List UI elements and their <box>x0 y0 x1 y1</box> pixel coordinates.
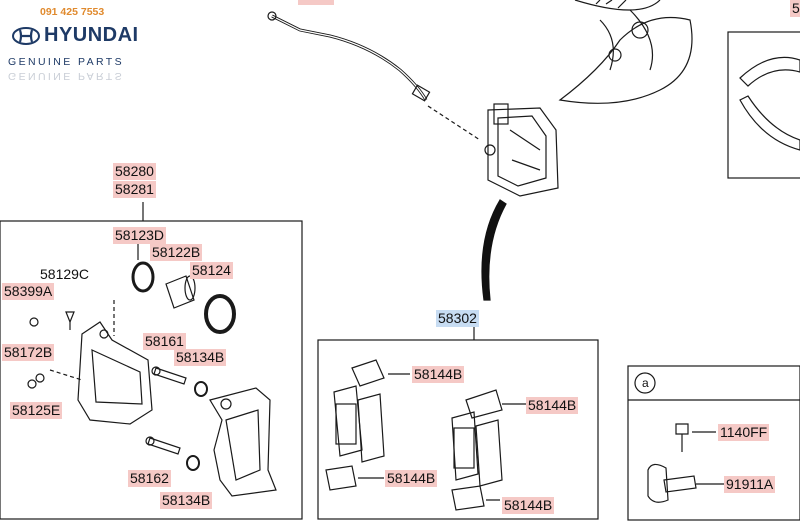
dust-boot[interactable] <box>204 294 236 334</box>
brake-shoe[interactable] <box>739 56 800 151</box>
guide-pin-58161[interactable] <box>151 366 187 385</box>
brand: HYUNDAI <box>12 24 139 47</box>
label-58144B-3[interactable]: 58144B <box>385 470 438 487</box>
label-58144B-4[interactable]: 58144B <box>502 497 555 514</box>
label-58161[interactable]: 58161 <box>143 333 186 350</box>
boot-58134B-lower[interactable] <box>186 455 200 471</box>
label-5-cut[interactable]: 5 <box>790 0 800 17</box>
inset-box-a <box>627 365 800 521</box>
bracket-91911A[interactable] <box>647 463 697 503</box>
brand-name: HYUNDAI <box>44 24 139 46</box>
label-58302[interactable]: 58302 <box>436 310 479 327</box>
bolt-1140FF[interactable] <box>675 423 689 452</box>
brake-hose[interactable] <box>267 11 431 102</box>
label-58134B-lower[interactable]: 58134B <box>160 492 213 509</box>
brake-pad-right[interactable] <box>451 411 503 487</box>
caliper-body[interactable] <box>77 321 153 425</box>
screw-58172B[interactable] <box>29 317 39 327</box>
pad-box <box>317 339 599 520</box>
guide-pin-58162[interactable] <box>145 436 181 455</box>
label-58399A[interactable]: 58399A <box>2 283 55 300</box>
label-58172B[interactable]: 58172B <box>2 344 55 361</box>
label-58134B-upper[interactable]: 58134B <box>174 349 227 366</box>
inset-label-a: a <box>642 376 649 390</box>
pad-clip-1[interactable] <box>351 359 385 387</box>
brake-pad-left[interactable] <box>333 385 385 463</box>
label-58281[interactable]: 58281 <box>113 181 156 198</box>
hyundai-emblem-icon <box>12 26 40 45</box>
label-58280[interactable]: 58280 <box>113 163 156 180</box>
screw-58125E[interactable] <box>27 379 37 389</box>
boot-58134B-upper[interactable] <box>194 381 208 397</box>
label-58124[interactable]: 58124 <box>190 262 233 279</box>
label-58162[interactable]: 58162 <box>128 470 171 487</box>
piston-seal[interactable] <box>131 261 155 293</box>
caliper-carrier-bracket[interactable] <box>209 387 277 497</box>
label-91911A[interactable]: 91911A <box>724 476 776 493</box>
label-58144B-2[interactable]: 58144B <box>526 397 579 414</box>
label-1140FF[interactable]: 1140FF <box>718 424 770 441</box>
phone-number: 091 425 7553 <box>40 6 105 18</box>
label-58122B[interactable]: 58122B <box>150 244 203 261</box>
pad-clip-4[interactable] <box>451 485 485 511</box>
inset-box-top-right <box>727 31 800 179</box>
genuine-parts-tagline: GENUINE PARTS <box>8 56 124 68</box>
backing-plate[interactable] <box>558 0 693 104</box>
label-58129C[interactable]: 58129C <box>40 266 90 282</box>
label-58123D[interactable]: 58123D <box>113 227 167 244</box>
pad-clip-3[interactable] <box>325 465 357 491</box>
label-58125E[interactable]: 58125E <box>10 402 63 419</box>
caliper-assembly-top[interactable] <box>484 103 559 197</box>
caliper-box <box>0 220 303 520</box>
label-58144B-1[interactable]: 58144B <box>412 366 465 383</box>
piston[interactable] <box>165 275 196 309</box>
pad-clip-2[interactable] <box>465 389 503 419</box>
